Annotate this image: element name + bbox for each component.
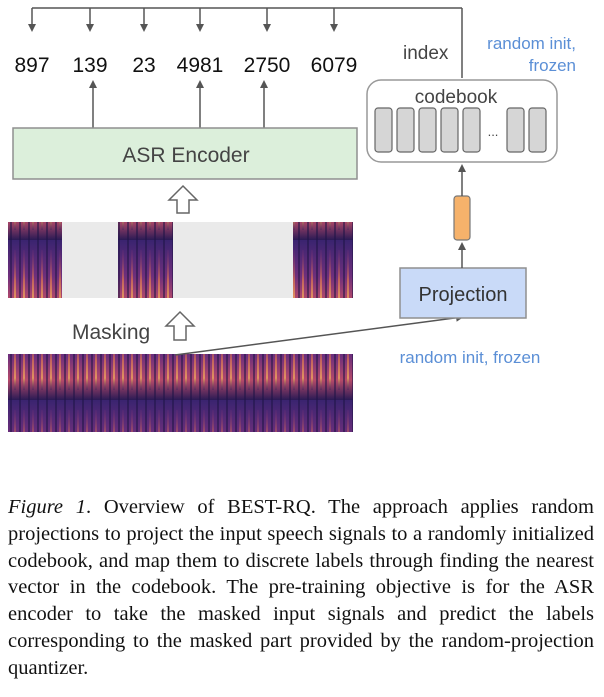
label-token: 23: [132, 54, 155, 77]
projected-vector: [453, 195, 471, 241]
best-rq-figure: 897 139 23 4981 2750 6079 ASR Encoder Ma…: [8, 7, 576, 432]
projection-label: Projection: [419, 284, 508, 306]
index-label: index: [403, 43, 449, 64]
asr-encoder-box: [12, 127, 358, 180]
codebook-vectors: [374, 107, 547, 153]
label-token: 897: [14, 54, 49, 77]
label-token: 2750: [244, 54, 291, 77]
hollow-up-arrow-icon: [167, 184, 199, 214]
projection-box: [399, 267, 527, 319]
masked-spectrogram: [8, 222, 353, 298]
figure-caption: Figure 1. Overview of BEST-RQ. The appro…: [8, 494, 594, 682]
caption-lead: Figure 1: [8, 496, 86, 518]
label-token: 4981: [177, 54, 224, 77]
index-bracket: [28, 7, 463, 78]
label-token: 139: [72, 54, 107, 77]
codebook-note: frozen: [529, 56, 576, 75]
codebook-note: random init,: [487, 34, 576, 53]
encoder-output-arrows: [89, 80, 268, 128]
asr-encoder-label: ASR Encoder: [122, 144, 249, 167]
codebook-ellipsis: ...: [488, 124, 499, 139]
hollow-up-arrow-icon: [164, 310, 196, 341]
projection-note: random init, frozen: [400, 348, 541, 367]
codebook-label: codebook: [415, 87, 498, 108]
label-token: 6079: [311, 54, 358, 77]
caption-text: . Overview of BEST-RQ. The approach appl…: [8, 496, 594, 679]
masking-label: Masking: [72, 321, 150, 344]
input-to-projection-arrow: [174, 313, 464, 356]
input-spectrogram: [8, 354, 353, 432]
